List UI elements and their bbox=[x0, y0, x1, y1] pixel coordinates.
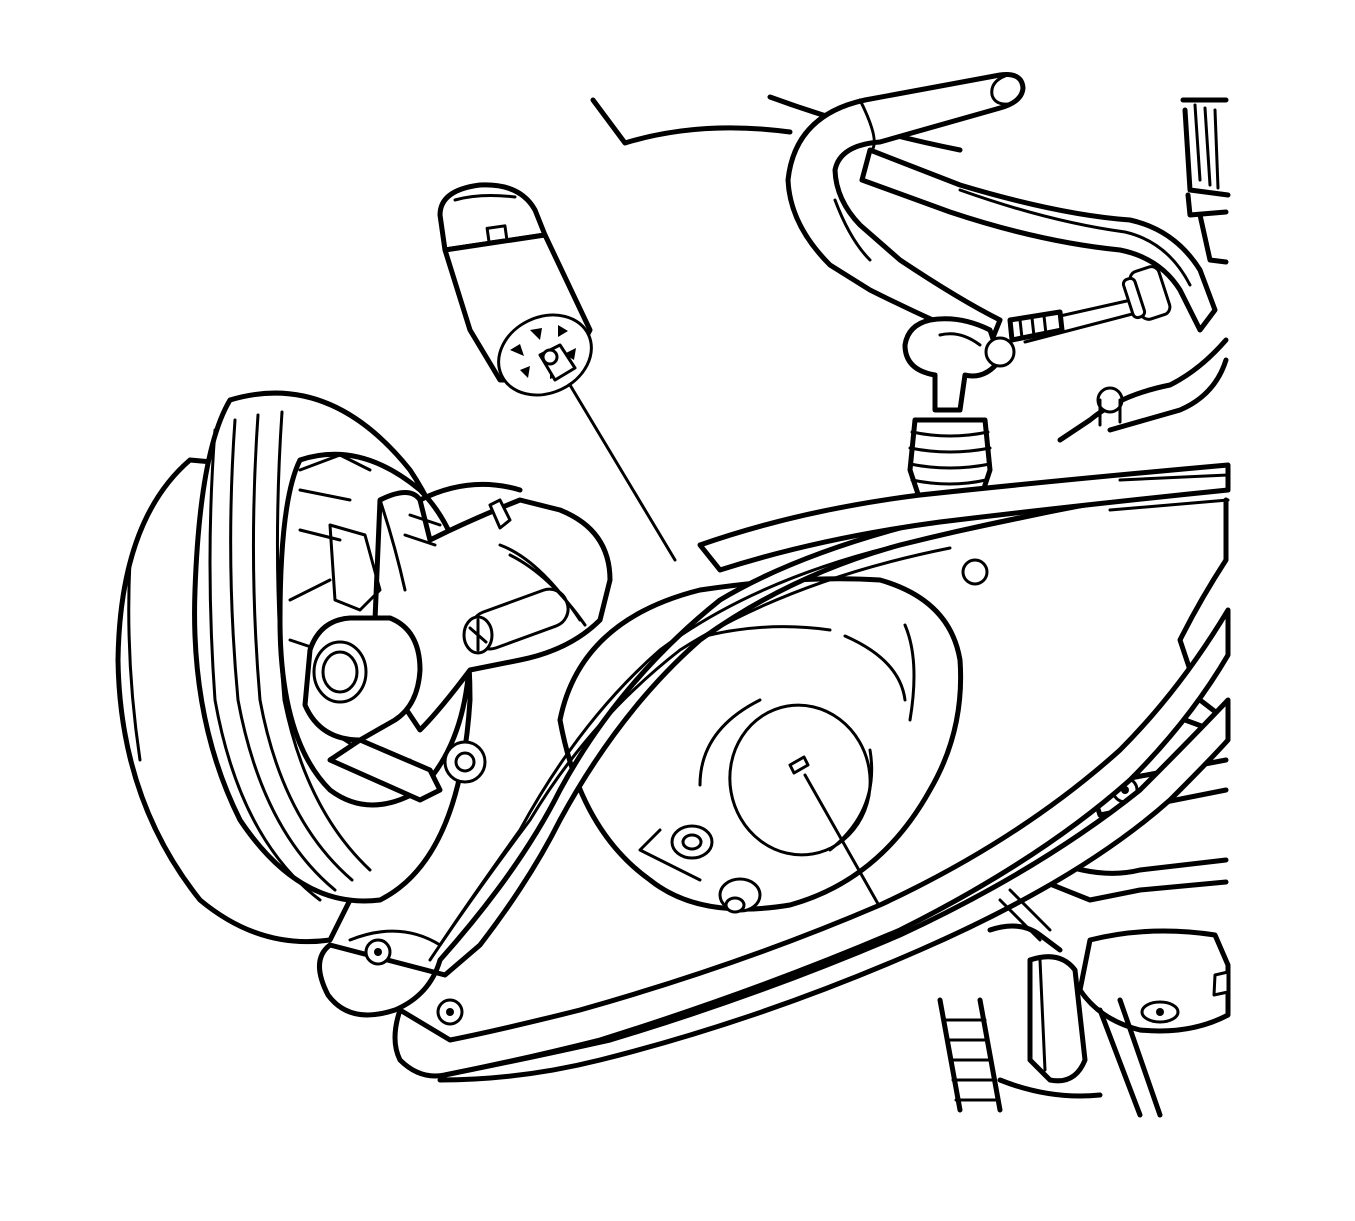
stabilizer-bar bbox=[785, 72, 1218, 348]
body-outline bbox=[590, 94, 1231, 265]
suspension-knuckle bbox=[302, 481, 613, 784]
leader-line-spring-seat bbox=[803, 773, 892, 927]
lower-bushing bbox=[937, 923, 1231, 1118]
sensor-socket-tool bbox=[437, 182, 593, 397]
lower-control-arm bbox=[317, 462, 1231, 1083]
leader-line-tool bbox=[568, 383, 677, 562]
coil-spring-seat bbox=[557, 576, 964, 914]
